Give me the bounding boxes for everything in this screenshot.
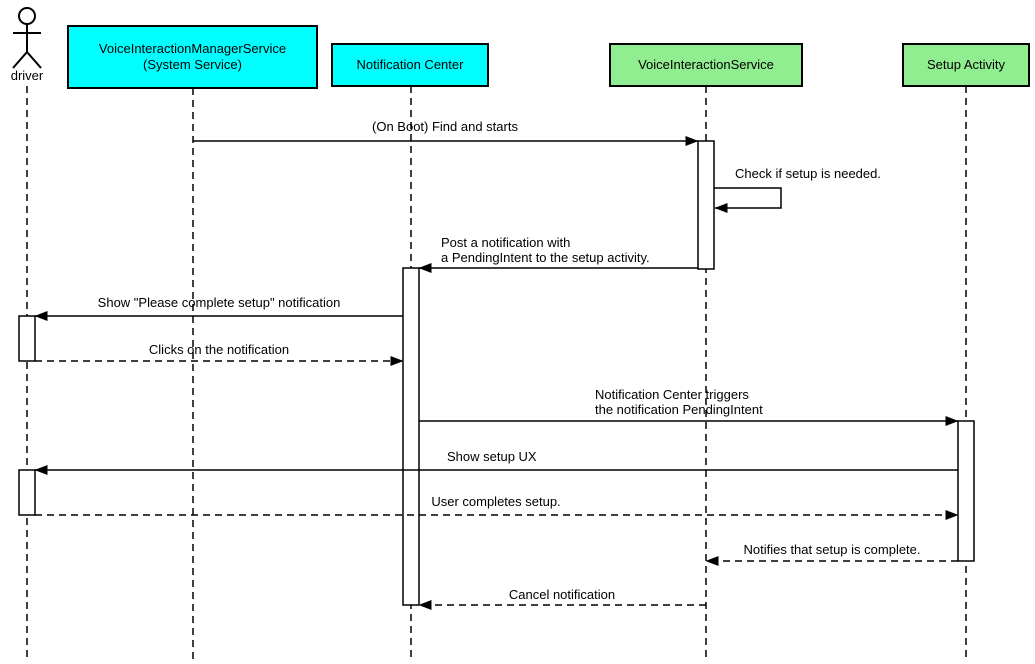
participant-setup-activity-label: Setup Activity bbox=[926, 57, 1006, 72]
activation-bar-vis bbox=[697, 140, 715, 270]
msg9-label: Notifies that setup is complete. bbox=[743, 542, 921, 557]
msg5-label: Clicks on the notification bbox=[148, 342, 290, 357]
participant-vims-label: VoiceInteractionManagerService (System S… bbox=[98, 41, 287, 72]
activation-bar-notification-center bbox=[402, 267, 420, 606]
msg1-label: (On Boot) Find and starts bbox=[372, 119, 518, 134]
participant-box-notification-center bbox=[331, 43, 489, 87]
msg4-label: Show "Please complete setup" notificatio… bbox=[97, 295, 341, 310]
msg7-label: Show setup UX bbox=[447, 449, 537, 464]
msg2-arrow-self-check-setup bbox=[714, 187, 782, 213]
activation-bar-driver-2 bbox=[18, 469, 36, 516]
activation-bar-driver-1 bbox=[18, 315, 36, 362]
actor-icon bbox=[12, 7, 42, 69]
msg6-label: Notification Center triggers the notific… bbox=[595, 387, 763, 417]
activation-bar-setup-activity bbox=[957, 420, 975, 562]
msg3-label: Post a notification with a PendingIntent… bbox=[441, 235, 650, 265]
participant-vis-label: VoiceInteractionService bbox=[638, 57, 774, 72]
participant-box-vims bbox=[67, 25, 318, 89]
participant-box-setup-activity bbox=[902, 43, 1030, 87]
participant-box-vis bbox=[609, 43, 803, 87]
msg10-label: Cancel notification bbox=[508, 587, 616, 602]
msg8-label: User completes setup. bbox=[431, 494, 561, 509]
msg2-label: Check if setup is needed. bbox=[735, 166, 881, 181]
actor-leg-left bbox=[12, 51, 28, 69]
participant-notification-center-label: Notification Center bbox=[356, 57, 464, 72]
actor-head bbox=[18, 7, 36, 25]
actor-leg-right bbox=[26, 51, 42, 69]
actor-driver-label: driver bbox=[10, 68, 44, 83]
